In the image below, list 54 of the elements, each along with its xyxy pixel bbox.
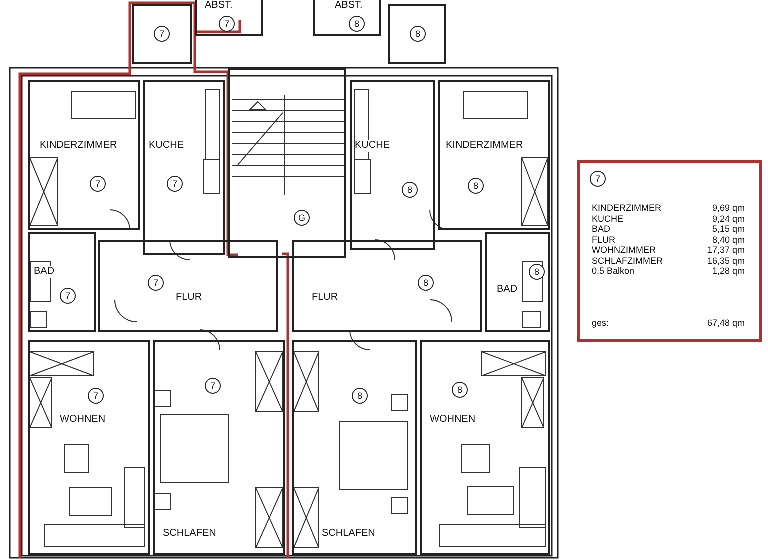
room [228,68,346,258]
room [350,80,435,250]
room [28,340,150,555]
room [98,240,278,332]
area-value: 17,37 qm [707,245,745,255]
room-name: BAD [592,224,611,234]
room [28,80,140,230]
room [143,80,225,255]
area-table [577,160,762,342]
room [292,240,482,332]
room [485,232,550,332]
room-name: KINDERZIMMER [592,203,662,213]
unit-number: 8 [402,182,418,198]
area-value: 8,40 qm [712,234,745,244]
unit-number: 8 [352,388,368,404]
unit-number: 7 [148,275,164,291]
unit-number: 8 [529,264,545,280]
unit-number: 7 [205,378,221,394]
unit-number: G [294,210,310,226]
room [132,4,192,64]
room-name: KUCHE [355,140,390,152]
room [292,340,417,555]
room-name: KUCHE [592,214,624,224]
unit-number: 7 [88,388,104,404]
room-name: SCHLAFZIMMER [592,256,664,266]
unit-number: 7 [60,288,76,304]
room-name: WOHNZIMMER [592,245,656,255]
area-value: 9,24 qm [712,214,745,224]
unit-number: 7 [219,16,235,32]
unit-number: 8 [349,16,365,32]
room [388,4,446,64]
room-name: ges: [592,318,610,328]
unit-number: 8 [452,382,468,398]
area-value: 16,35 qm [707,256,745,266]
unit-number: 7 [167,176,183,192]
room [313,0,381,36]
unit-number: 7 [90,176,106,192]
room [438,80,550,230]
room [28,232,96,332]
room-name: BAD [34,266,55,278]
unit-number: 7 [590,171,606,187]
area-value: 9,69 qm [712,203,745,213]
room [420,340,550,555]
unit-number: 8 [410,26,426,42]
room-name: FLUR [592,234,616,244]
unit-number: 8 [418,275,434,291]
unit-number: 8 [468,178,484,194]
unit-number: 7 [154,26,170,42]
area-value: 67,48 qm [707,318,745,328]
room-name: 0,5 Balkon [592,266,635,276]
area-value: 1,28 qm [712,266,745,276]
area-value: 5,15 qm [712,224,745,234]
room [195,0,263,36]
room [153,340,285,555]
